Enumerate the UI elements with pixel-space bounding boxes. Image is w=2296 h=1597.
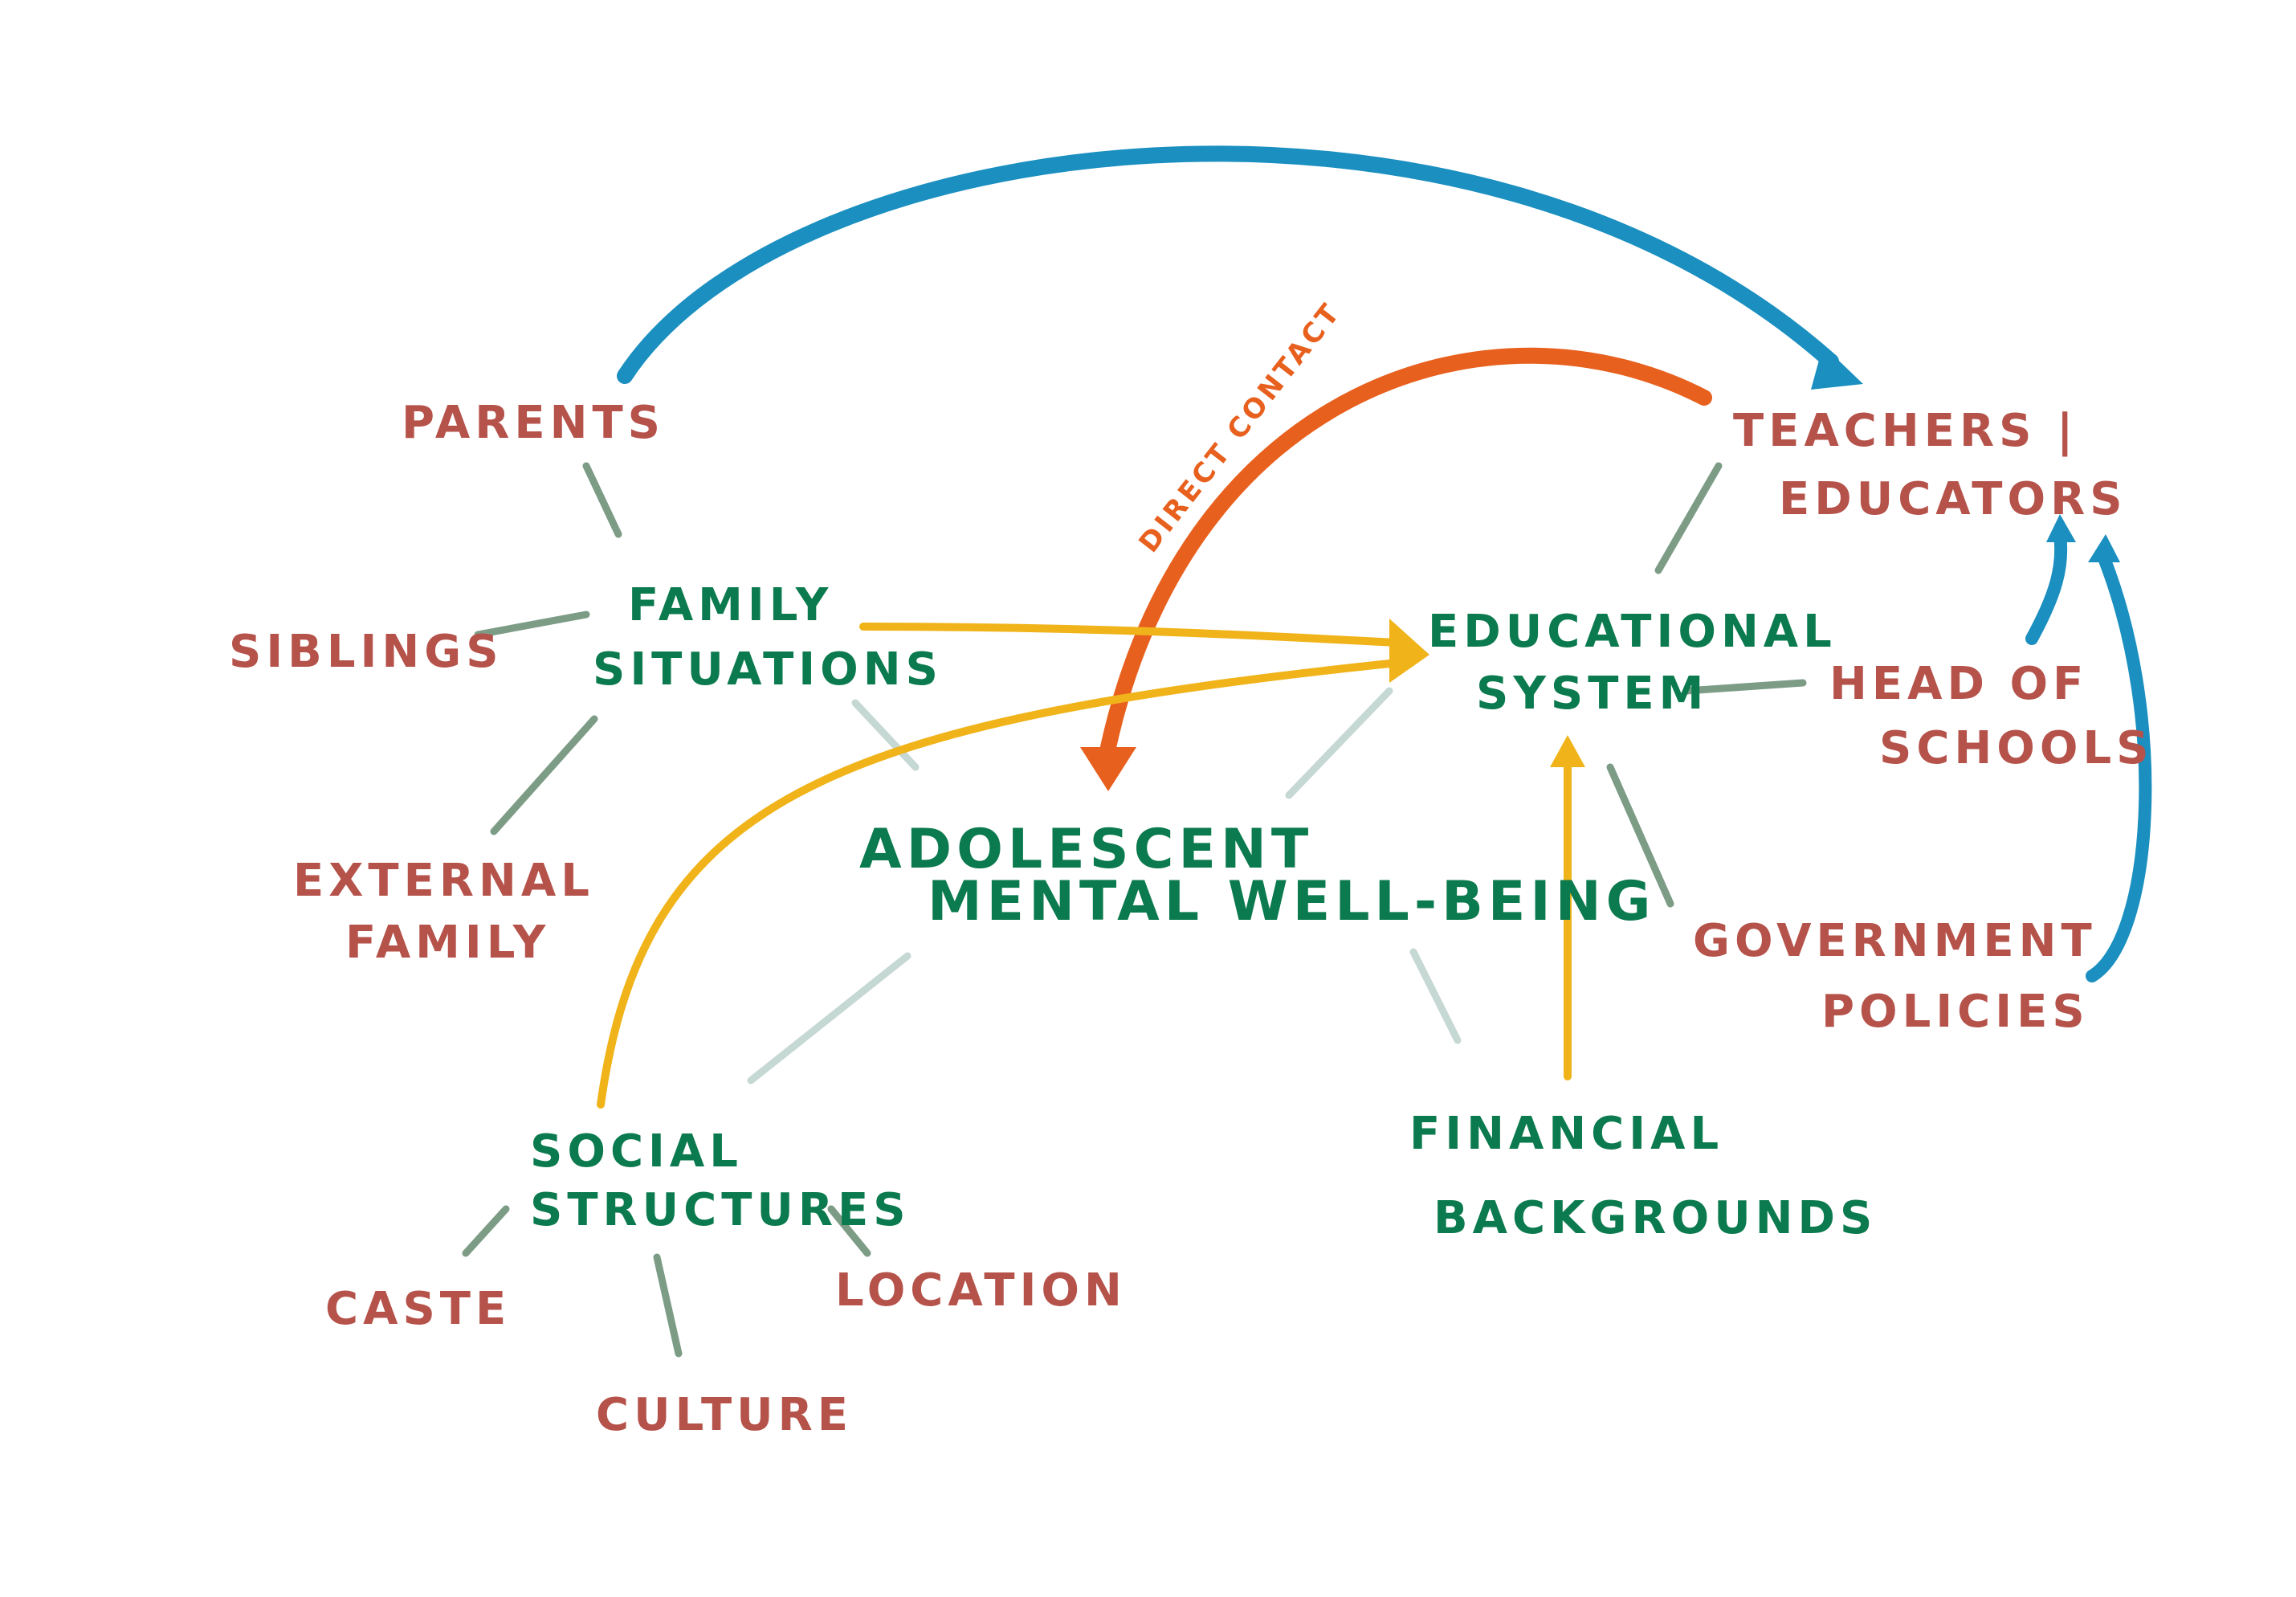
arrow-head-education [1389, 619, 1429, 683]
external-family-line1: EXTERNAL [293, 855, 594, 907]
financial-node-line1: FINANCIAL [1409, 1108, 1723, 1160]
connector-social-central [747, 952, 911, 1084]
arrow-parents-to-teachers [617, 145, 1839, 384]
arrow-head-teachers-2 [2046, 514, 2076, 542]
connector-culture-social [653, 1253, 683, 1358]
social-node-line2: STRUCTURES [530, 1184, 911, 1236]
government-line1: GOVERNMENT [1693, 915, 2097, 967]
primary-nodes: ADOLESCENT MENTAL WELL-BEING FAMILY SITU… [530, 579, 1877, 1244]
connector-family-central [851, 699, 920, 771]
head-of-schools-line1: HEAD OF [1829, 658, 2088, 710]
education-node-line2: SYSTEM [1476, 668, 1708, 720]
connector-external-family [490, 715, 598, 835]
teachers-node-line1: TEACHERS | [1733, 405, 2078, 457]
location-node: LOCATION [835, 1264, 1127, 1317]
caste-node: CASTE [325, 1283, 511, 1335]
blue-arrows [617, 145, 2152, 982]
arrow-teachers-to-central [1100, 347, 1712, 755]
arrow-head-teachers-3 [2088, 534, 2120, 562]
connector-location-social [827, 1205, 871, 1257]
connector-government-education [1606, 763, 1674, 908]
arrow-head-central [1080, 747, 1136, 791]
head-of-schools-line2: SCHOOLS [1879, 722, 2154, 774]
external-family-line2: FAMILY [345, 917, 550, 969]
secondary-nodes: PARENTS SIBLINGS EXTERNAL FAMILY TEACHER… [229, 397, 2154, 1441]
education-node-line1: EDUCATIONAL [1428, 606, 1837, 658]
connector-caste-social [462, 1205, 510, 1257]
central-connectors [747, 687, 1462, 1084]
yellow-arrows [597, 619, 1585, 1109]
connector-teachers-education [1654, 462, 1723, 574]
leaf-connectors [462, 462, 1807, 1358]
siblings-node: SIBLINGS [229, 626, 504, 678]
connector-education-central [1285, 687, 1393, 799]
connector-parents-family [582, 462, 622, 538]
arrow-government-to-teachers [2086, 552, 2152, 982]
connector-head-education [1682, 679, 1807, 695]
central-node-line1: ADOLESCENT [859, 818, 1313, 881]
arrow-family-to-education [859, 623, 1401, 647]
connector-financial-central [1409, 948, 1462, 1044]
financial-node-line2: BACKGROUNDS [1433, 1192, 1877, 1244]
family-node-line1: FAMILY [628, 579, 833, 631]
parents-node: PARENTS [402, 397, 665, 449]
connector-siblings-family [474, 611, 590, 639]
family-node-line2: SITUATIONS [593, 643, 943, 696]
social-node-line1: SOCIAL [530, 1125, 743, 1178]
government-line2: POLICIES [1821, 986, 2090, 1038]
arrow-head-education-2 [1550, 735, 1585, 767]
arrow-head-schools-to-teachers [2025, 528, 2068, 645]
arrow-head-teachers [1811, 345, 1863, 390]
teachers-node-line2: EDUCATORS [1779, 473, 2127, 525]
central-node-line2: MENTAL WELL-BEING [928, 870, 1655, 933]
culture-node: CULTURE [596, 1389, 853, 1441]
arrow-social-to-education [597, 659, 1401, 1109]
